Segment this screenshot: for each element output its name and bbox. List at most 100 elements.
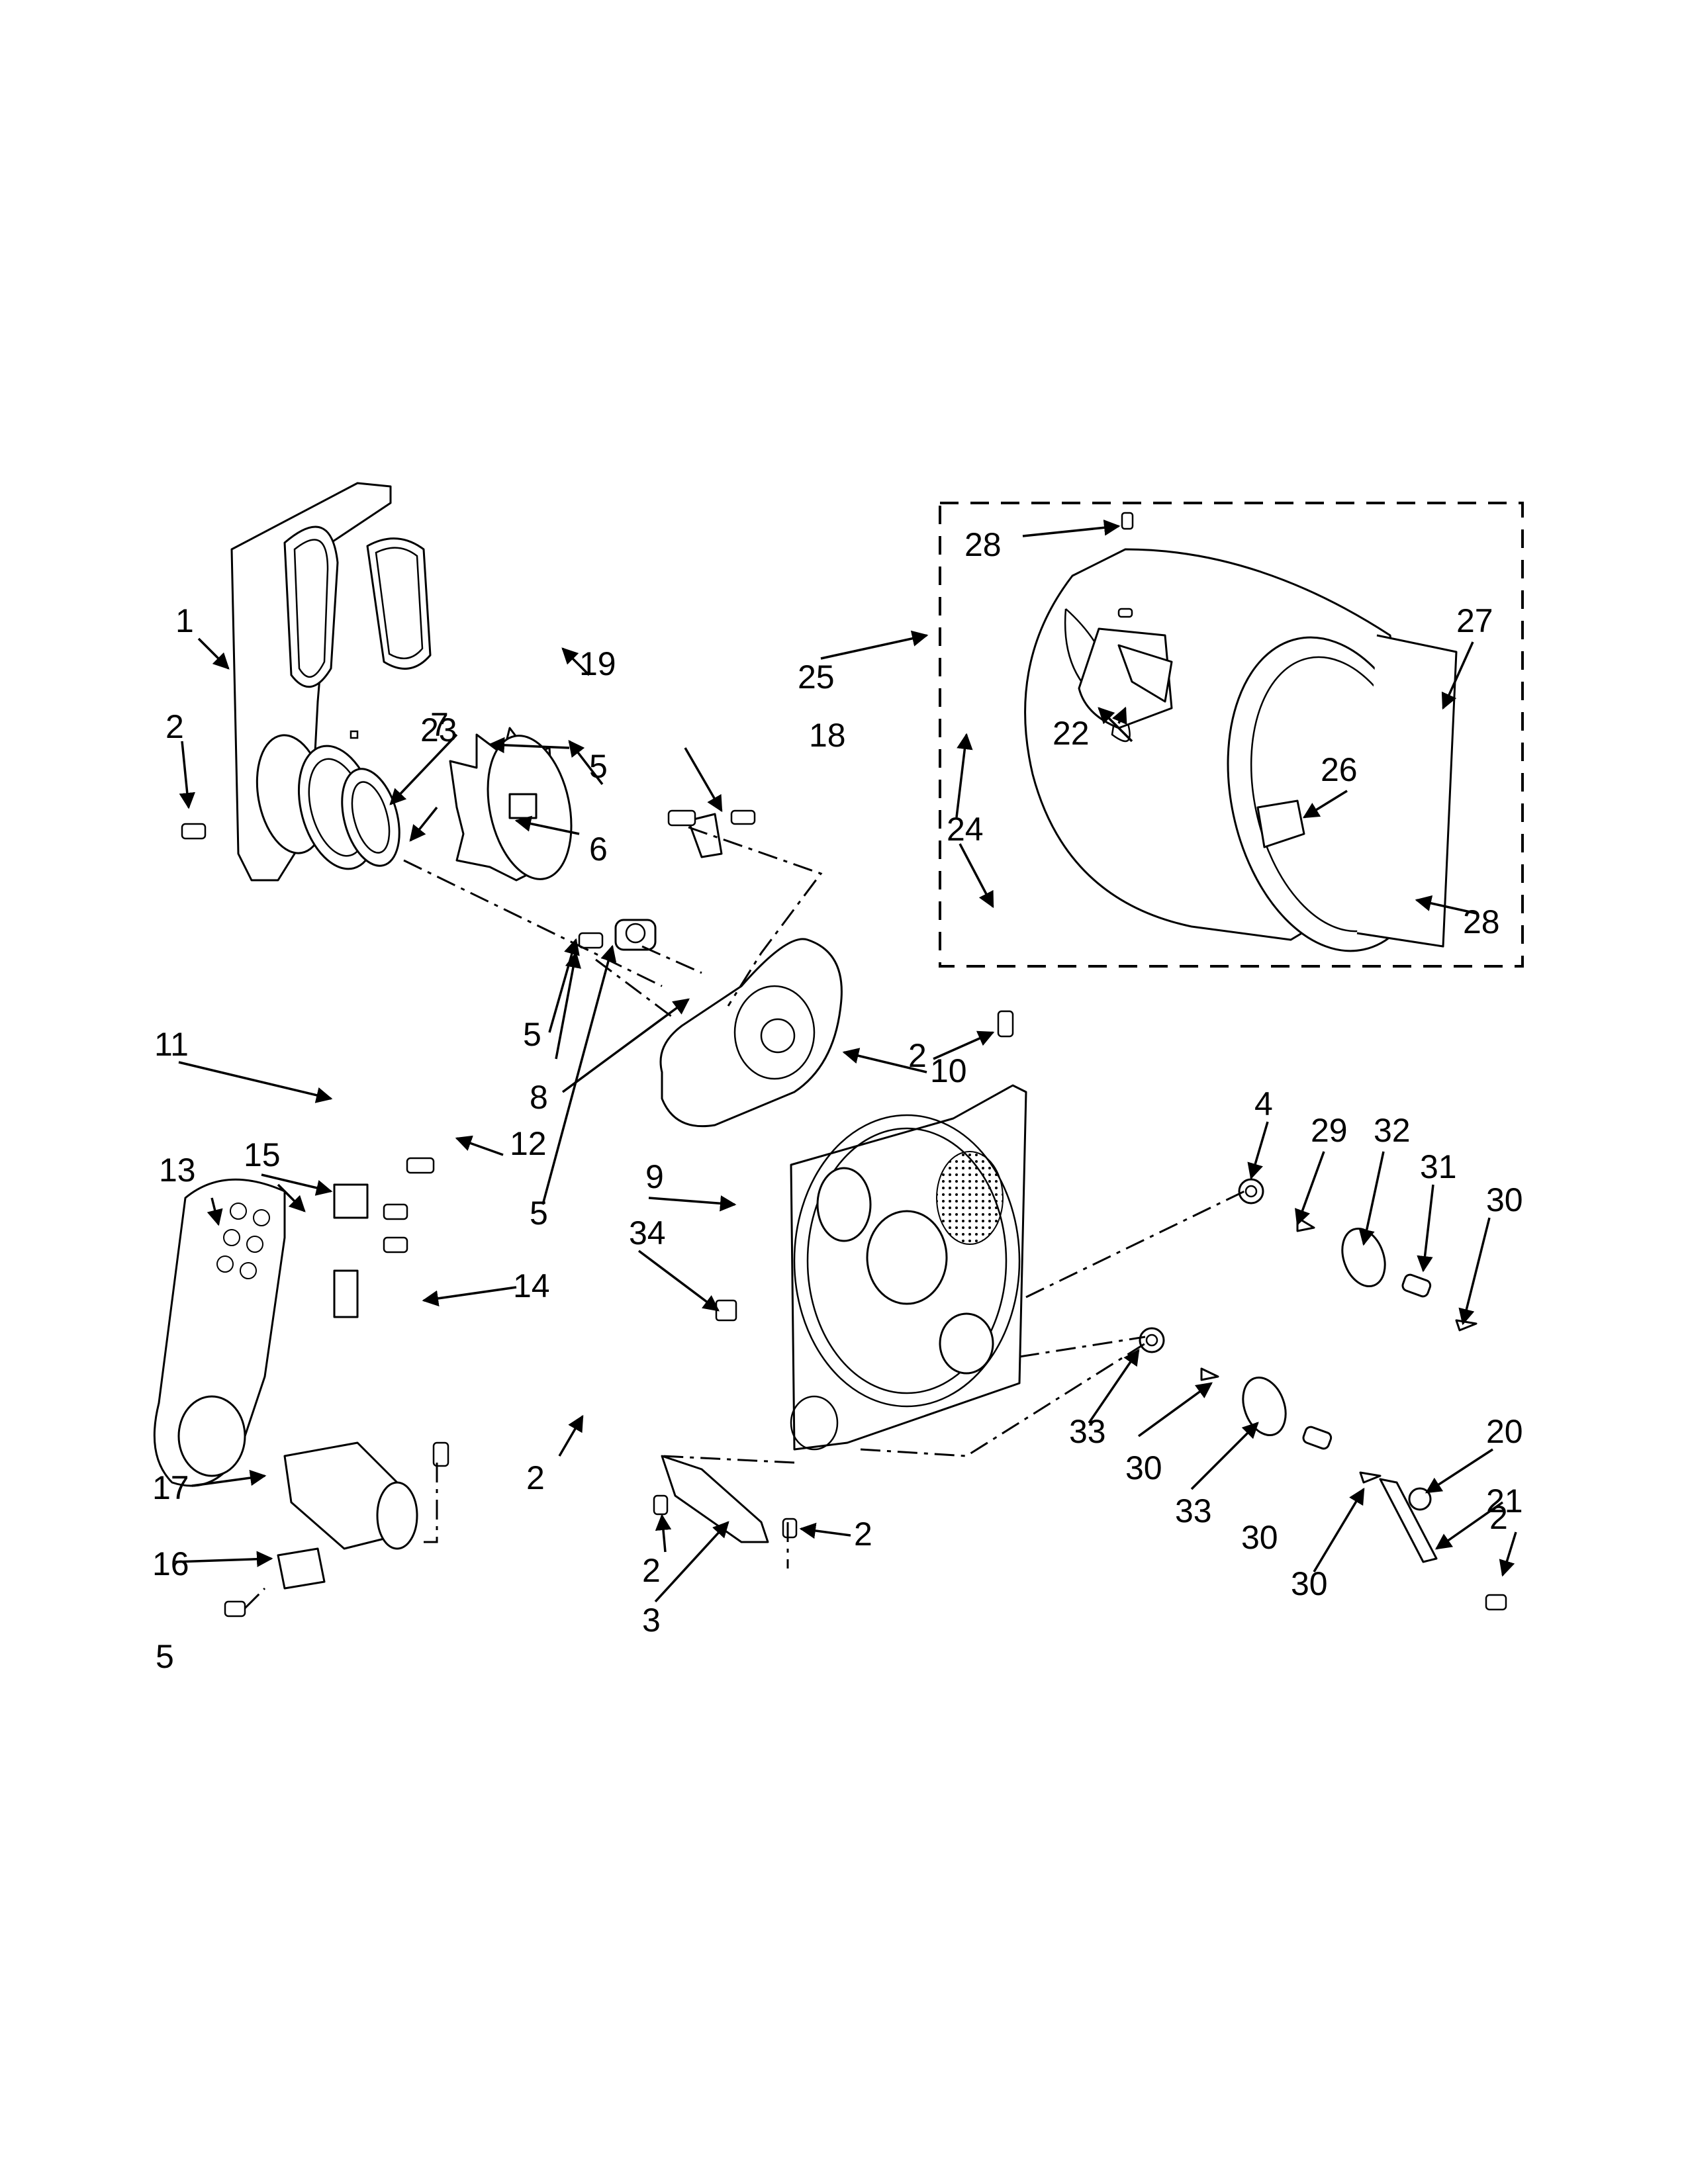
callout-label: 30 (1291, 1565, 1328, 1602)
leader-arrow (277, 1183, 306, 1212)
callout-label: 33 (1175, 1492, 1212, 1529)
leader-arrow (1425, 1448, 1493, 1494)
callout-label: 2 (854, 1516, 872, 1553)
callout-label: 29 (1311, 1112, 1348, 1149)
leader-lines (175, 520, 1517, 1603)
leader-arrow (1458, 1217, 1491, 1326)
leader-arrow (654, 1521, 729, 1603)
callout-label: 10 (930, 1052, 967, 1089)
burner-tube (283, 1441, 418, 1550)
rear-duct-panel (230, 482, 432, 882)
callout-label: 26 (1321, 751, 1358, 788)
callout-label: 28 (964, 526, 1002, 563)
callout-label: 20 (1486, 1413, 1523, 1450)
callout-label: 12 (510, 1125, 547, 1162)
leader-arrow (1247, 1121, 1269, 1180)
callout-label: 1 (175, 602, 194, 639)
leader-arrow (1022, 520, 1121, 537)
leader-arrow (1441, 641, 1474, 710)
blower-seal (297, 745, 400, 870)
callout-label: 32 (1374, 1112, 1411, 1149)
leader-arrow (684, 747, 723, 813)
leader-arrow (842, 1048, 927, 1073)
leader-arrow (175, 1551, 273, 1568)
callout-label: 2 (908, 1037, 927, 1074)
callout-label: 15 (244, 1136, 281, 1173)
callout-label: 22 (1053, 715, 1090, 752)
leader-arrow (568, 740, 604, 786)
thermostat (614, 919, 657, 951)
blower-wheel (449, 727, 573, 882)
leader-arrow (655, 1514, 672, 1553)
drum-roller-lower (1139, 1327, 1432, 1511)
callout-label: 11 (154, 1026, 189, 1063)
leader-arrow (422, 1286, 517, 1307)
leader-arrow (1358, 1151, 1385, 1246)
exhaust-screen (936, 1151, 1004, 1245)
rear-panel (790, 1084, 1027, 1451)
leader-arrow (561, 647, 590, 676)
leader-arrow (1088, 1348, 1140, 1424)
callout-label: 31 (1420, 1148, 1457, 1185)
callout-label: 5 (589, 748, 608, 785)
callout-label: 2 (526, 1459, 545, 1496)
leader-arrow (820, 630, 929, 660)
leader-arrow (959, 843, 994, 909)
drum-roller-upper (1238, 1178, 1477, 1332)
leader-arrow (637, 1250, 720, 1312)
leader-arrow (178, 1061, 333, 1103)
leader-arrow (389, 733, 458, 805)
callout-label: 24 (947, 811, 984, 848)
callout-label: 34 (629, 1214, 666, 1251)
callout-label: 5 (156, 1638, 174, 1675)
drum-assembly-outline (939, 502, 1524, 968)
idler-bracket (661, 1455, 769, 1543)
leader-arrow (514, 815, 580, 835)
leader-arrow (555, 951, 581, 1060)
callout-label: 18 (809, 717, 846, 754)
callout-label: 5 (523, 1016, 541, 1053)
callout-label: 9 (645, 1158, 664, 1195)
callout-label: 23 (420, 711, 457, 749)
callout-label: 17 (152, 1469, 189, 1506)
callout-label: 13 (159, 1152, 196, 1189)
leader-arrow (1434, 1501, 1504, 1550)
callout-label: 8 (530, 1079, 548, 1116)
alignment-lines (244, 826, 1245, 1610)
callout-label: 4 (1254, 1085, 1273, 1122)
leader-arrow (409, 806, 438, 842)
callout-label: 3 (642, 1602, 661, 1639)
leader-arrow (1313, 1487, 1365, 1572)
callout-label: 27 (1456, 602, 1493, 639)
leader-arrow (207, 1197, 223, 1226)
clip (687, 813, 723, 858)
callout-label: 16 (152, 1545, 189, 1582)
callout-label: 21 (1486, 1482, 1523, 1520)
callout-label: 30 (1486, 1181, 1523, 1218)
leader-arrow (799, 1522, 851, 1539)
callout-label: 14 (513, 1267, 550, 1304)
heater-housing (153, 1178, 286, 1487)
leader-arrow (1137, 1382, 1213, 1437)
leader-arrow (648, 1195, 737, 1212)
bracket-15 (333, 1269, 359, 1318)
callout-label: 30 (1241, 1519, 1278, 1556)
blower-housing (659, 938, 843, 1128)
leader-arrow (261, 1173, 333, 1196)
leader-arrow (955, 733, 973, 818)
leader-arrow (561, 998, 690, 1093)
leader-arrow (1111, 706, 1127, 725)
callout-label: 2 (642, 1552, 661, 1589)
drum (1024, 548, 1458, 952)
callout-label: 33 (1069, 1413, 1106, 1450)
callout-label: 2 (165, 708, 184, 745)
callout-label: 7 (430, 706, 449, 743)
callout-label: 28 (1463, 903, 1500, 940)
callout-label: 30 (1125, 1449, 1162, 1486)
callout-label: 5 (530, 1195, 548, 1232)
leader-arrow (558, 1414, 584, 1457)
leader-arrow (1499, 1531, 1517, 1577)
leader-arrow (191, 1469, 267, 1487)
bracket-16 (333, 1183, 369, 1219)
